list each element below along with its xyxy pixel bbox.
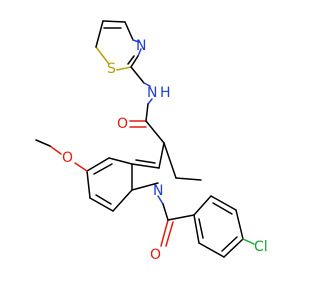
indole-core xyxy=(86,142,202,212)
indole-nitrogen-label: N xyxy=(153,183,163,199)
atom-labels: N S N H O O N O Cl xyxy=(62,38,268,263)
thiazole-sulfur-label: S xyxy=(107,61,116,77)
methoxy-group xyxy=(35,139,88,172)
chlorobenzoyl-group xyxy=(157,195,255,258)
ketone-oxygen-label: O xyxy=(150,247,161,263)
thiazole-ring xyxy=(95,20,142,71)
amide-oxygen-label: O xyxy=(117,116,128,132)
amide-linker xyxy=(129,66,165,169)
chlorine-label: Cl xyxy=(254,239,268,255)
amide-hydrogen-label: H xyxy=(160,85,171,101)
molecule-structure-diagram: N S N H O O N O Cl xyxy=(35,20,268,263)
thiazole-nitrogen-label: N xyxy=(136,38,146,54)
amide-nitrogen-label: N xyxy=(147,85,157,101)
ether-oxygen-label: O xyxy=(62,150,73,166)
